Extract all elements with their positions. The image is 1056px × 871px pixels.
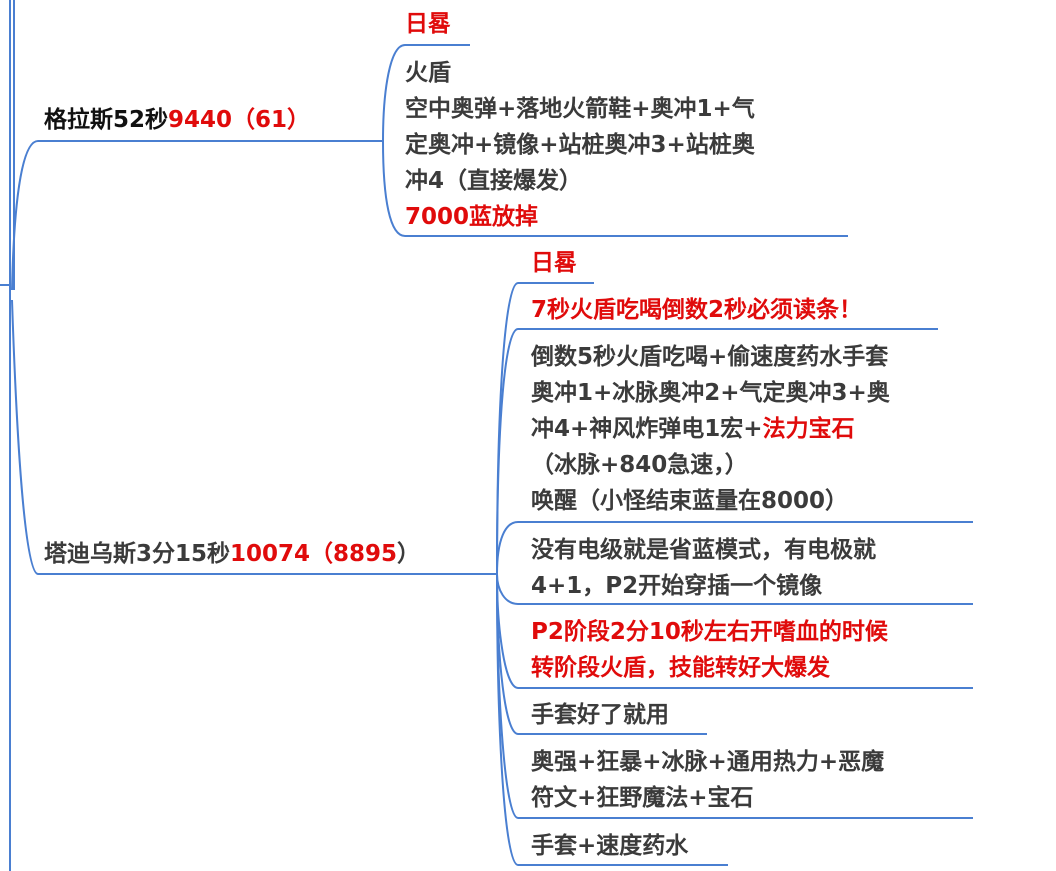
node-text: 奥强+狂暴+冰脉+通用热力+恶魔 bbox=[531, 749, 885, 775]
connector-t2-child-3 bbox=[496, 521, 973, 575]
node-text: 转阶段火盾，技能转好大爆发 bbox=[531, 655, 830, 681]
topic-score: 9440（61） bbox=[168, 107, 311, 133]
node-text: 符文+狂野魔法+宝石 bbox=[531, 785, 754, 811]
t1-child-sundial[interactable]: 日晷 bbox=[405, 6, 451, 42]
topic-tadiwusi[interactable]: 塔迪乌斯3分15秒10074（8895） bbox=[44, 536, 420, 572]
connector-topic-2 bbox=[11, 299, 497, 575]
connector-t1-child-2 bbox=[382, 140, 848, 237]
node-text: （冰脉+840急速，） bbox=[531, 452, 748, 478]
connector-t2-child-8 bbox=[496, 573, 728, 866]
t2-child-gloves-potion[interactable]: 手套+速度药水 bbox=[531, 828, 688, 864]
node-text: 手套+速度药水 bbox=[531, 833, 689, 859]
node-text: P2阶段2分10秒左右开嗜血的时候 bbox=[531, 619, 888, 645]
t2-child-buffs[interactable]: 奥强+狂暴+冰脉+通用热力+恶魔 符文+狂野魔法+宝石 bbox=[531, 744, 884, 816]
node-text: 冲4+神风炸弹电1宏+ bbox=[531, 416, 763, 442]
node-text: 手套好了就用 bbox=[531, 702, 669, 728]
node-text-highlight: 法力宝石 bbox=[762, 416, 855, 442]
topic-gelasi[interactable]: 格拉斯52秒9440（61） bbox=[44, 102, 310, 138]
node-text: 日晷 bbox=[531, 250, 577, 276]
node-text: 倒数5秒火盾吃喝+偷速度药水手套 bbox=[531, 344, 889, 370]
t1-child-rotation[interactable]: 火盾 空中奥弹+落地火箭鞋+奥冲1+气 定奥冲+镜像+站桩奥冲3+站桩奥 冲4（… bbox=[405, 55, 755, 235]
node-text: 冲4（直接爆发） bbox=[405, 168, 583, 194]
t2-child-opener[interactable]: 倒数5秒火盾吃喝+偷速度药水手套 奥冲1+冰脉奥冲2+气定奥冲3+奥 冲4+神风… bbox=[531, 339, 890, 519]
node-text: 定奥冲+镜像+站桩奥冲3+站桩奥 bbox=[405, 132, 755, 158]
node-text: 火盾 bbox=[405, 60, 451, 86]
t2-child-sundial[interactable]: 日晷 bbox=[531, 245, 577, 281]
topic-score: 10074（8895 bbox=[230, 541, 398, 567]
t2-child-gloves[interactable]: 手套好了就用 bbox=[531, 697, 669, 733]
node-text: 奥冲1+冰脉奥冲2+气定奥冲3+奥 bbox=[531, 380, 890, 406]
node-text: 没有电级就是省蓝模式，有电极就 bbox=[531, 537, 876, 563]
node-text: 空中奥弹+落地火箭鞋+奥冲1+气 bbox=[405, 96, 755, 122]
node-text: 日晷 bbox=[405, 11, 451, 37]
t2-child-mana-mode[interactable]: 没有电级就是省蓝模式，有电极就 4+1，P2开始穿插一个镜像 bbox=[531, 532, 876, 604]
connector-topic-1 bbox=[11, 140, 383, 291]
connector-t2-child-2 bbox=[496, 328, 938, 575]
node-text: 4+1，P2开始穿插一个镜像 bbox=[531, 573, 823, 599]
topic-suffix: ） bbox=[397, 541, 421, 567]
node-text: 唤醒（小怪结束蓝量在8000） bbox=[531, 488, 849, 514]
connector-t1-child-1 bbox=[382, 44, 470, 142]
topic-label: 塔迪乌斯3分15秒 bbox=[44, 541, 231, 567]
node-text: 7000蓝放掉 bbox=[405, 204, 539, 230]
topic-label: 格拉斯52秒 bbox=[44, 107, 169, 133]
t2-child-countdown-warning[interactable]: 7秒火盾吃喝倒数2秒必须读条！ bbox=[531, 292, 862, 328]
node-text: 7秒火盾吃喝倒数2秒必须读条！ bbox=[531, 297, 863, 323]
t2-child-p2-burst[interactable]: P2阶段2分10秒左右开嗜血的时候 转阶段火盾，技能转好大爆发 bbox=[531, 614, 888, 686]
